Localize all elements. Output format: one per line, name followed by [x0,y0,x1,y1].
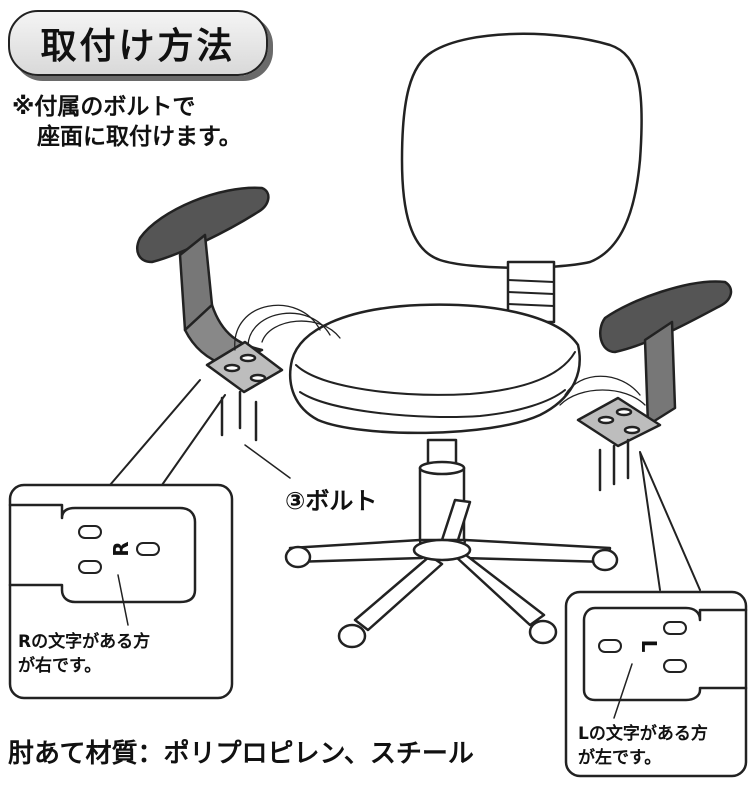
callout-left-line-1: Lの文字がある方 [578,724,708,744]
title-badge: 取付け方法 [8,10,268,76]
page-title: 取付け方法 [40,26,236,67]
callout-right [8,379,234,700]
r-mark: R [109,541,133,556]
callout-right-line-1: Rの文字がある方 [18,632,151,652]
chair-base [284,498,619,649]
callout-right-text: Rの文字がある方 が右です。 [18,630,150,678]
callout-left-line-2: が左です。 [578,748,662,768]
motion-arcs [234,304,646,406]
note-line-1: ※付属のボルトで [12,94,196,120]
bolt-label: ③ボルト [285,487,378,515]
callout-left-text: Lの文字がある方 が左です。 [578,722,708,770]
left-armrest [576,280,733,492]
backrest [400,32,643,324]
callout-left [564,451,748,778]
right-armrest [136,186,284,442]
l-mark: L [637,640,661,653]
material-label: 肘あて材質：ポリプロピレン、スチール [8,739,474,769]
mounting-note: ※付属のボルトで 座面に取付けます。 [12,92,242,152]
note-line-2: 座面に取付けます。 [37,124,242,150]
bolt-leader-line [244,444,291,479]
callout-right-line-2: が右です。 [18,656,102,676]
seat [288,303,581,435]
